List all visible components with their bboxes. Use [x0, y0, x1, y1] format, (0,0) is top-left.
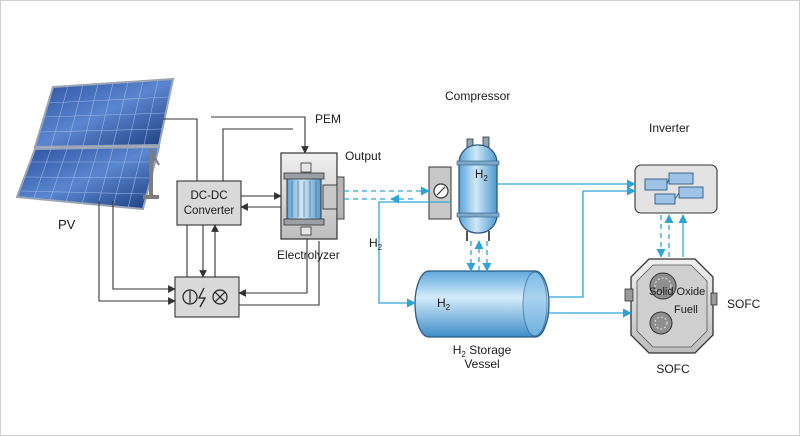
sofc-inner-line1: Solid Oxide — [649, 286, 705, 298]
circuit-blocks-icon — [644, 172, 704, 205]
sofc-inner-line2: Fuell — [674, 304, 698, 316]
dcdc-label-line2: Converter — [184, 205, 235, 217]
h2-pipe-label: H2 — [369, 236, 383, 252]
sofc-bottom-label: SOFC — [656, 362, 690, 376]
inverter-label: Inverter — [649, 121, 690, 135]
pv-label: PV — [58, 217, 76, 232]
switch-lightning-meter-icon — [182, 287, 228, 308]
sofc-unit — [624, 258, 718, 354]
compressor-label: Compressor — [445, 89, 510, 103]
vessel-h2-label: H2 — [437, 296, 451, 312]
storage-vessel-label-line1: H2 Storage — [453, 343, 512, 359]
controller-box — [174, 276, 240, 318]
dcdc-converter-box — [176, 180, 242, 226]
pv-panel — [15, 77, 175, 211]
electrical-wires — [98, 116, 320, 306]
inverter-box — [634, 164, 718, 214]
storage-vessel-label-line2: Vessel — [464, 357, 499, 371]
h2-storage-vessel — [414, 270, 550, 338]
hydrogen-flow-lines — [344, 179, 688, 318]
electrolyzer-label: Electrolyzer — [277, 248, 340, 262]
compressor-unit — [428, 136, 500, 241]
sofc-side-label: SOFC — [727, 297, 761, 311]
dcdc-label-line1: DC-DC — [190, 190, 227, 202]
compressor-h2-label: H2 — [475, 169, 488, 183]
output-label: Output — [345, 149, 382, 163]
pem-electrolyzer — [280, 152, 345, 240]
pem-label: PEM — [315, 112, 341, 126]
